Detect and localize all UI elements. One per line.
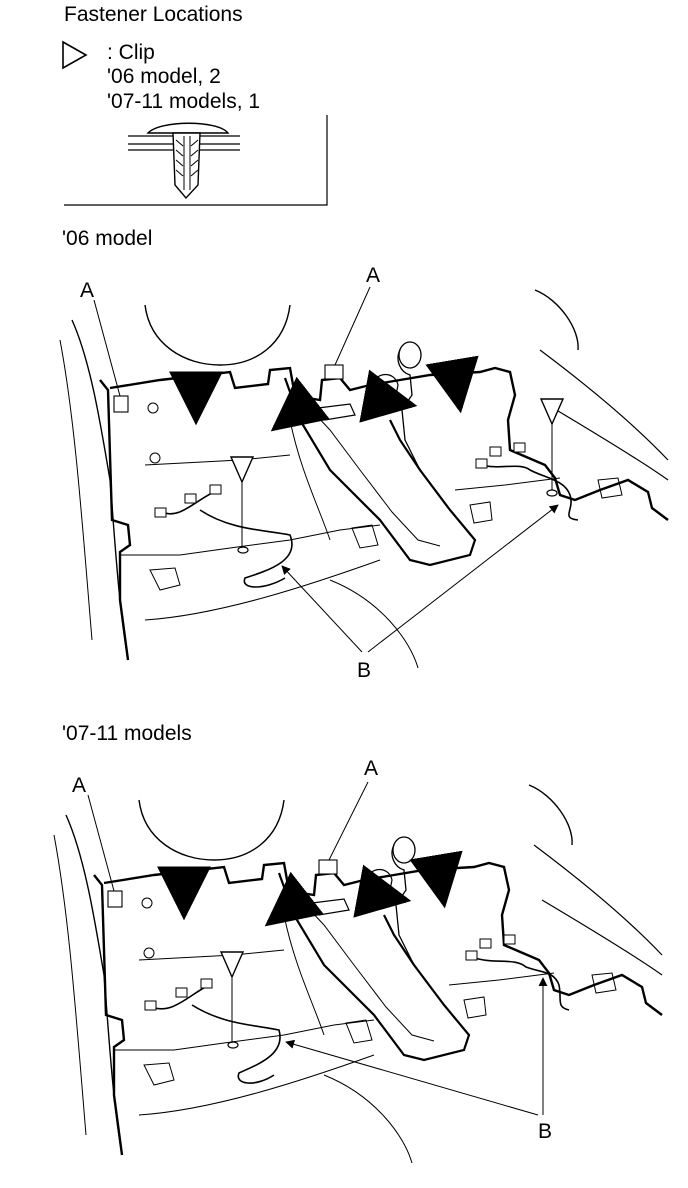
floor-diagram-06-model bbox=[58, 286, 670, 670]
removal-direction-arrow-icon bbox=[409, 850, 463, 909]
clip-marker-icon bbox=[539, 398, 565, 426]
callout-a-center-07-11: A bbox=[364, 757, 379, 780]
section-title-07-11-models: '07-11 models bbox=[62, 722, 192, 745]
callout-b-06: B bbox=[357, 659, 372, 682]
legend-clip-count-06: '06 model, 2 bbox=[107, 65, 221, 88]
callout-a-center-06: A bbox=[366, 264, 381, 287]
clip-detail-figure bbox=[64, 115, 328, 206]
floor-diagram-07-11-models bbox=[52, 781, 664, 1165]
callout-b-07-11: B bbox=[538, 1120, 553, 1143]
triangle-clip-icon bbox=[62, 40, 88, 70]
clip-location-icon bbox=[324, 364, 344, 380]
removal-direction-arrow-icon bbox=[425, 355, 479, 414]
callout-a-left-06: A bbox=[80, 279, 95, 302]
clip-marker-icon bbox=[219, 951, 245, 979]
section-title-06-model: '06 model bbox=[62, 227, 153, 250]
legend-clip-count-07-11: '07-11 models, 1 bbox=[107, 90, 261, 113]
callout-a-left-07-11: A bbox=[72, 774, 87, 797]
removal-direction-arrow-icon bbox=[264, 871, 324, 927]
clip-location-icon bbox=[113, 395, 129, 413]
removal-direction-arrow-icon bbox=[353, 864, 412, 918]
clip-location-icon bbox=[318, 859, 338, 875]
removal-direction-arrow-icon bbox=[359, 369, 418, 423]
clip-marker-icon bbox=[229, 456, 255, 484]
legend-clip-label: : Clip bbox=[107, 41, 155, 64]
page-title: Fastener Locations bbox=[64, 3, 243, 26]
removal-direction-arrow-icon bbox=[270, 376, 330, 432]
clip-location-icon bbox=[107, 890, 123, 908]
